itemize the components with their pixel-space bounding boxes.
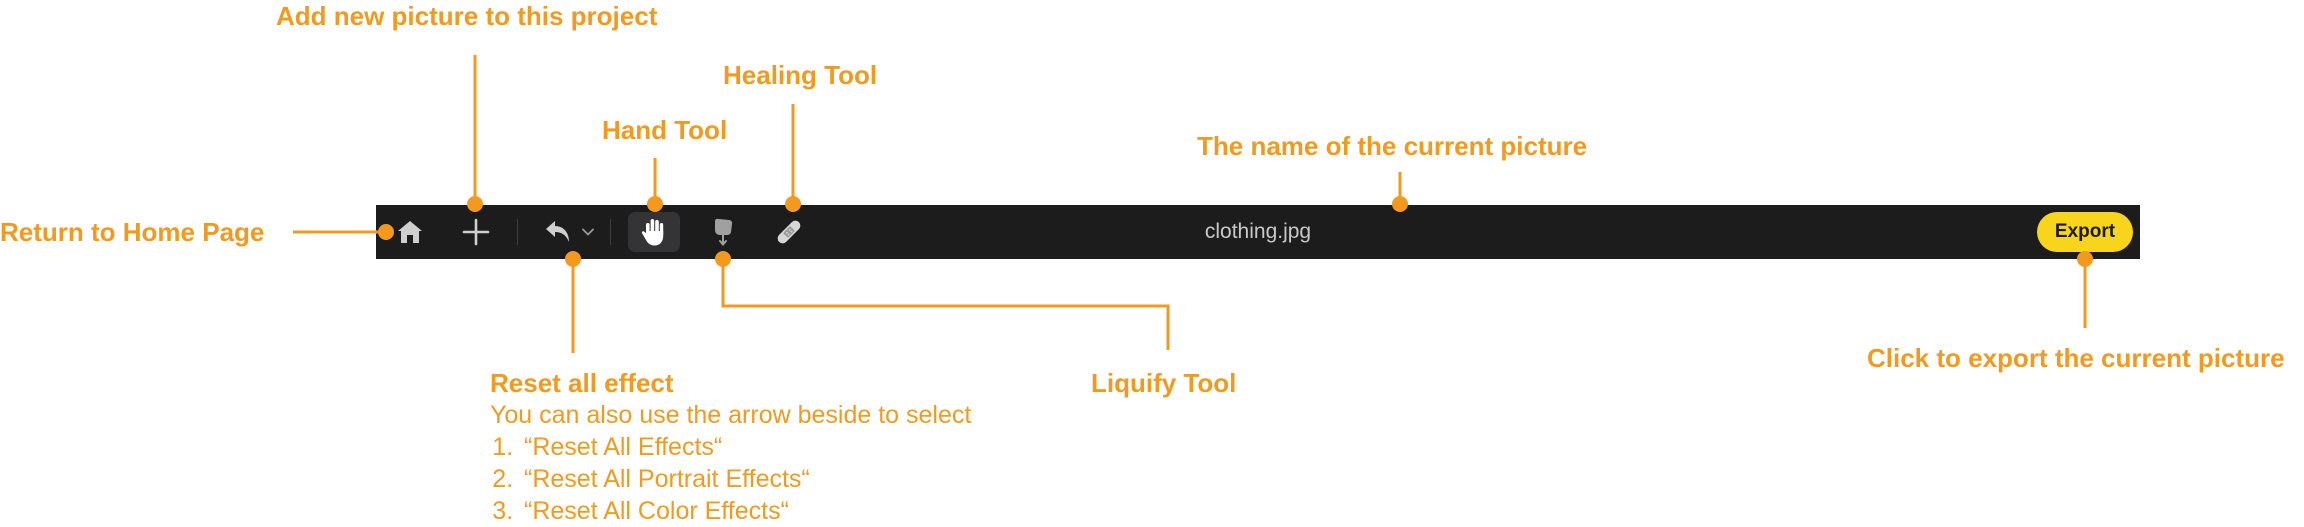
annotation-export: Click to export the current picture [1867, 343, 2285, 373]
hand-icon [641, 217, 667, 247]
leader-liquify [721, 259, 1170, 350]
bandage-icon [774, 217, 804, 247]
add-picture-button[interactable] [456, 212, 496, 252]
reset-option: “Reset All Effects“ [520, 431, 971, 463]
plus-icon [461, 217, 491, 247]
top-toolbar: clothing.jpg Export [376, 205, 2140, 259]
annotation-hand-tool: Hand Tool [602, 115, 728, 145]
healing-tool-button[interactable] [768, 212, 810, 252]
toolbar-divider [610, 219, 611, 245]
annotation-picture-name: The name of the current picture [1197, 131, 1588, 161]
hand-tool-button[interactable] [628, 212, 680, 252]
reset-effects-button[interactable] [536, 212, 582, 252]
toolbar-divider [517, 219, 518, 245]
annotation-reset-description: You can also use the arrow beside to sel… [490, 399, 971, 527]
export-button[interactable]: Export [2037, 212, 2133, 252]
annotation-home: Return to Home Page [0, 217, 265, 247]
annotation-liquify-tool: Liquify Tool [1091, 368, 1237, 398]
liquify-tool-button[interactable] [702, 212, 744, 252]
undo-arrow-icon [544, 218, 574, 246]
reset-options-list: “Reset All Effects“ “Reset All Portrait … [490, 431, 971, 527]
chevron-down-icon [582, 228, 594, 236]
reset-description-text: You can also use the arrow beside to sel… [490, 401, 972, 429]
reset-option: “Reset All Color Effects“ [520, 495, 971, 527]
reset-option: “Reset All Portrait Effects“ [520, 463, 971, 495]
annotation-healing-tool: Healing Tool [723, 60, 878, 90]
reset-effects-menu-arrow[interactable] [580, 212, 596, 252]
annotation-add-picture: Add new picture to this project [276, 1, 658, 31]
home-icon [396, 219, 424, 245]
liquify-finger-icon [710, 217, 736, 247]
annotation-reset-title: Reset all effect [490, 368, 674, 398]
home-button[interactable] [390, 212, 430, 252]
